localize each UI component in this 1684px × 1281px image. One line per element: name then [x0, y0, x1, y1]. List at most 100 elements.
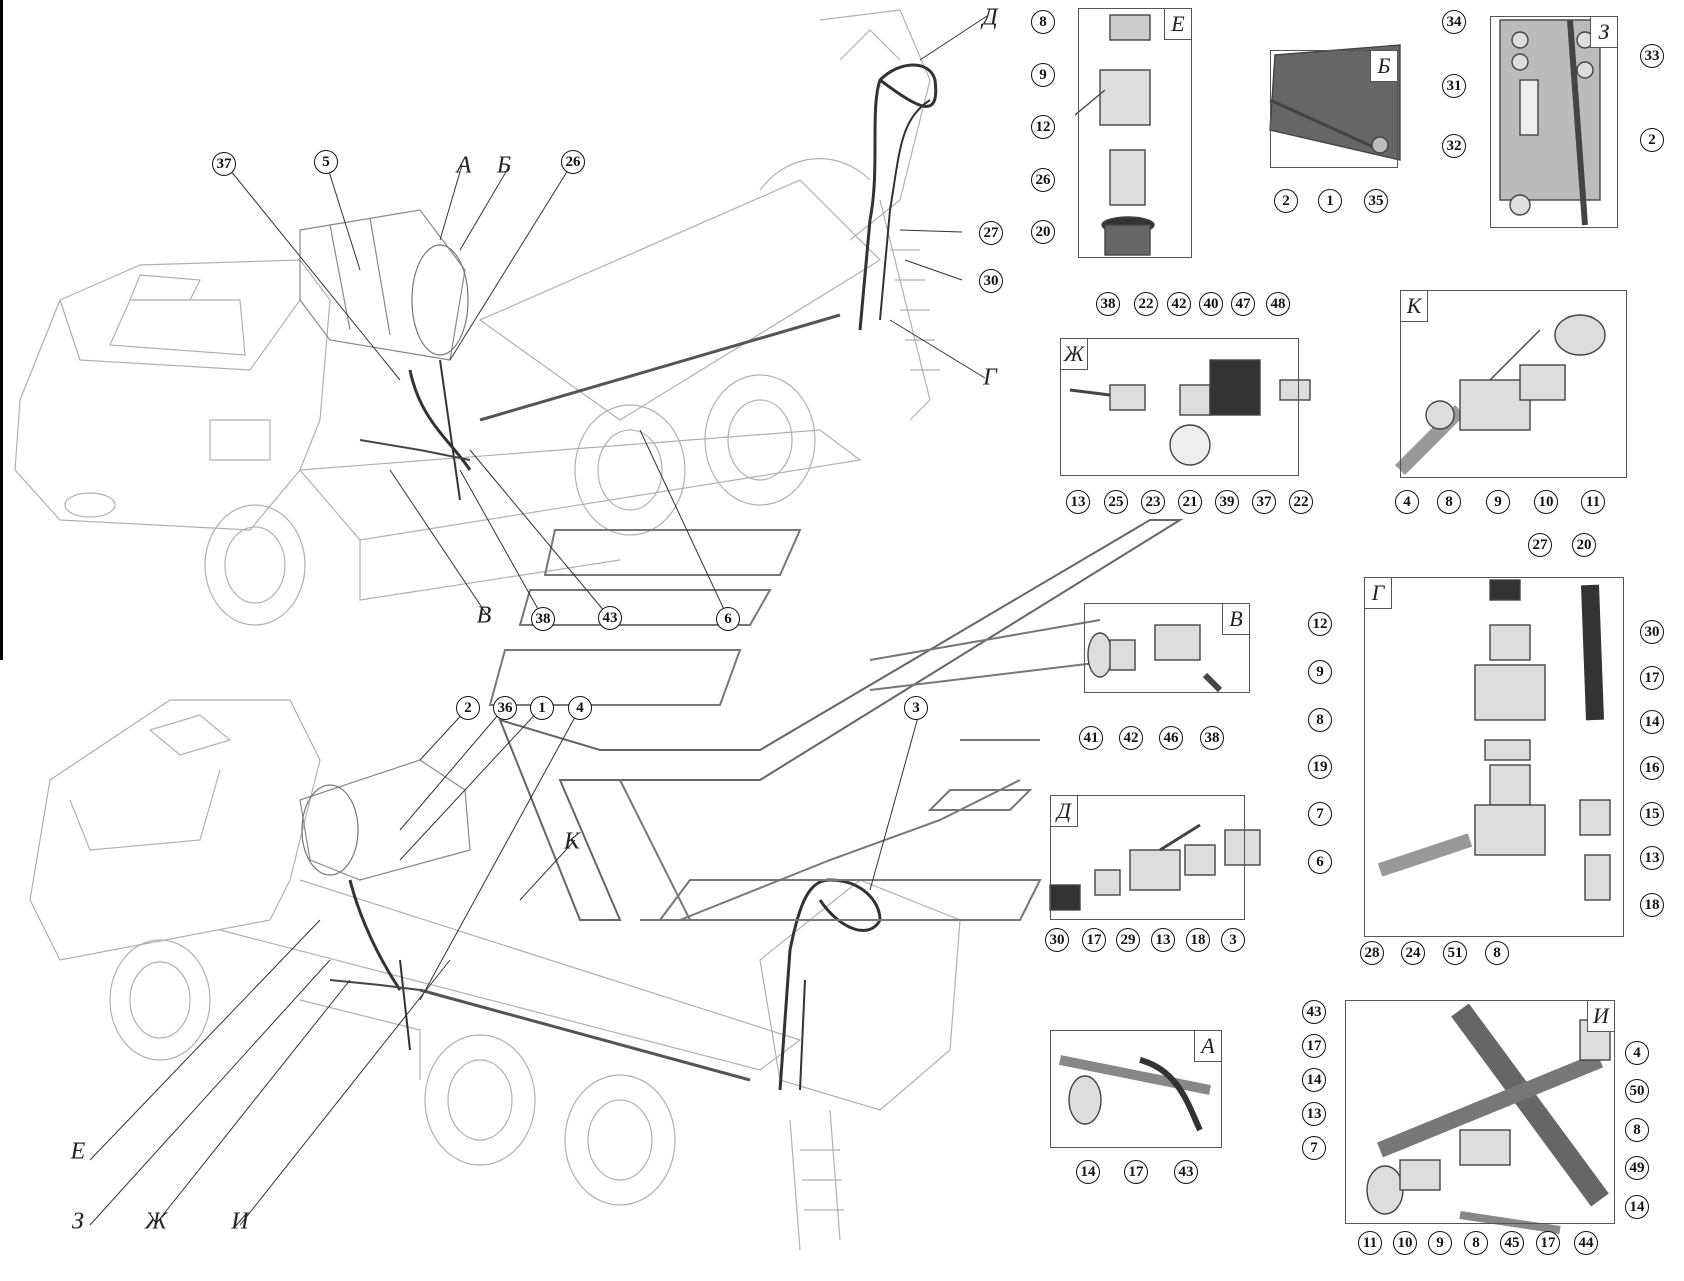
callout-zh-48: 48	[1266, 292, 1290, 316]
callout-i-14b: 14	[1625, 1195, 1649, 1219]
detail-letter-g: Г	[1365, 578, 1392, 609]
lower-cab	[29, 699, 321, 961]
detail-illustrations	[1049, 14, 1611, 1234]
callout-g-17: 17	[1640, 666, 1664, 690]
callout-b-2: 2	[1274, 189, 1298, 213]
leader-lines	[89, 15, 988, 1226]
callout-z-34: 34	[1442, 10, 1466, 34]
callout-i-7: 7	[1302, 1136, 1326, 1160]
callout-5-upper: 5	[314, 150, 338, 174]
callout-g-51: 51	[1443, 941, 1467, 965]
callout-a-43: 43	[1174, 1160, 1198, 1184]
view-letter-z-lower: З	[72, 1208, 84, 1235]
callout-g-24: 24	[1401, 941, 1425, 965]
view-letter-b-upper: Б	[496, 152, 512, 179]
detail-view-i: И	[1345, 1000, 1615, 1224]
callout-d-29: 29	[1116, 928, 1140, 952]
callout-i-4: 4	[1625, 1041, 1649, 1065]
callout-b-35: 35	[1364, 189, 1388, 213]
callout-g-6: 6	[1308, 850, 1332, 874]
callout-i-9: 9	[1428, 1231, 1452, 1255]
callout-g-7: 7	[1308, 802, 1332, 826]
callout-4-lower: 4	[568, 696, 592, 720]
callout-i-45: 45	[1500, 1231, 1524, 1255]
callout-i-50: 50	[1625, 1079, 1649, 1103]
detail-letter-b: Б	[1370, 51, 1397, 82]
callout-e-9: 9	[1031, 63, 1055, 87]
view-letter-g-upper: Г	[983, 364, 997, 391]
callout-43-upper: 43	[598, 606, 622, 630]
callout-zh-39: 39	[1215, 490, 1239, 514]
callout-g-15: 15	[1640, 802, 1664, 826]
detail-view-d: Д	[1050, 795, 1245, 920]
detail-letter-zh: Ж	[1061, 339, 1088, 370]
detail-letter-k: К	[1401, 291, 1428, 322]
left-edge-bar	[0, 0, 3, 660]
callout-i-17a: 17	[1302, 1034, 1326, 1058]
callout-zh-25: 25	[1104, 490, 1128, 514]
callout-38-upper: 38	[531, 607, 555, 631]
callout-g-12: 12	[1308, 612, 1332, 636]
detail-view-zh: Ж	[1060, 338, 1299, 476]
callout-i-11: 11	[1358, 1231, 1382, 1255]
callout-zh-21: 21	[1178, 490, 1202, 514]
callout-e-26: 26	[1031, 168, 1055, 192]
callout-a-14: 14	[1076, 1160, 1100, 1184]
callout-g-20: 20	[1572, 533, 1596, 557]
detail-view-e: Е	[1078, 8, 1192, 258]
callout-2-lower: 2	[456, 696, 480, 720]
callout-i-43: 43	[1302, 1000, 1326, 1024]
view-letter-e-lower: Е	[70, 1138, 86, 1165]
callout-d-13: 13	[1151, 928, 1175, 952]
view-letter-i-lower: И	[231, 1208, 249, 1235]
callout-g-13: 13	[1640, 846, 1664, 870]
callout-zh-13: 13	[1066, 490, 1090, 514]
callout-i-10: 10	[1393, 1231, 1417, 1255]
callout-27-upper: 27	[979, 221, 1003, 245]
callout-e-20: 20	[1031, 220, 1055, 244]
callout-zh-47: 47	[1231, 292, 1255, 316]
callout-26-upper: 26	[561, 150, 585, 174]
detail-letter-e: Е	[1164, 9, 1191, 40]
callout-k-8: 8	[1437, 490, 1461, 514]
callout-g-14: 14	[1640, 710, 1664, 734]
callout-g-8a: 8	[1308, 708, 1332, 732]
callout-z-33: 33	[1640, 44, 1664, 68]
detail-letter-i: И	[1587, 1001, 1614, 1032]
callout-36-lower: 36	[493, 696, 517, 720]
callout-b-1: 1	[1318, 189, 1342, 213]
callout-k-11: 11	[1581, 490, 1605, 514]
callout-k-4: 4	[1395, 490, 1419, 514]
callout-z-32: 32	[1442, 134, 1466, 158]
callout-i-49: 49	[1625, 1156, 1649, 1180]
detail-view-k: К	[1400, 290, 1627, 478]
callout-g-8b: 8	[1485, 941, 1509, 965]
detail-letter-d: Д	[1051, 796, 1078, 827]
callout-6-upper: 6	[716, 607, 740, 631]
callout-v-42: 42	[1119, 726, 1143, 750]
lower-truck-drawing	[29, 699, 961, 1251]
callout-d-3: 3	[1221, 928, 1245, 952]
callout-a-17: 17	[1124, 1160, 1148, 1184]
callout-i-17b: 17	[1536, 1231, 1560, 1255]
upper-water-tank	[299, 209, 466, 361]
callout-v-38: 38	[1200, 726, 1224, 750]
view-letter-d-upper: Д	[982, 4, 998, 31]
callout-g-9: 9	[1308, 660, 1332, 684]
view-letter-k-lower: К	[564, 828, 580, 855]
callout-v-46: 46	[1159, 726, 1183, 750]
callout-g-30: 30	[1640, 620, 1664, 644]
detail-letter-a: А	[1194, 1031, 1221, 1062]
callout-zh-38: 38	[1096, 292, 1120, 316]
detail-view-a: А	[1050, 1030, 1222, 1148]
callout-1-lower: 1	[530, 696, 554, 720]
callout-zh-22b: 22	[1289, 490, 1313, 514]
detail-view-b: Б	[1270, 50, 1398, 168]
callout-e-12: 12	[1031, 115, 1055, 139]
callout-37-upper: 37	[212, 152, 236, 176]
callout-d-17: 17	[1082, 928, 1106, 952]
callout-g-27: 27	[1528, 533, 1552, 557]
callout-3-lower: 3	[904, 696, 928, 720]
